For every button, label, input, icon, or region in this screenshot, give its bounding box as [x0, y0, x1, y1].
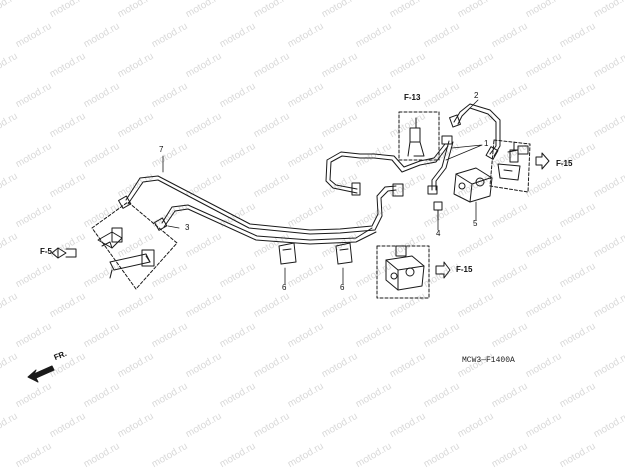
reference-f15-top: F-15 [556, 159, 573, 168]
pipe-fittings [118, 135, 453, 231]
part-number-4: 7 [159, 145, 164, 154]
part-number-1: 1 [484, 139, 489, 148]
clamp-part-6-left [278, 242, 297, 265]
front-direction-arrow [27, 365, 55, 383]
brake-pipe-4 [125, 175, 397, 235]
part-number-2: 2 [474, 91, 479, 100]
leader-lines [162, 99, 483, 285]
brake-pipe-upper-loop [325, 143, 449, 194]
diagram-code: MCW3—F1400A [462, 356, 515, 365]
part-number-6-right: 6 [340, 283, 345, 292]
part-number-7: 4 [436, 229, 441, 238]
part-number-3: 3 [185, 223, 190, 232]
brake-pipe-3 [161, 204, 377, 245]
abs-modulator-part-5 [453, 167, 493, 203]
f15-top-detail-box [489, 139, 531, 193]
reference-f13: F-13 [404, 93, 421, 102]
reference-f15-mid: F-15 [456, 265, 473, 274]
brake-pipe-2 [449, 103, 501, 160]
clamp-part-6-right [335, 242, 353, 265]
f5-caliper-detail-box [91, 201, 178, 290]
f15-mid-detail-box [376, 245, 430, 299]
f13-detail-box [398, 111, 440, 161]
reference-f5: F-5 [40, 247, 52, 256]
part-number-5: 5 [473, 219, 478, 228]
bolt-top-right [507, 145, 529, 155]
brake-pipe-1 [431, 140, 454, 191]
reference-arrows [51, 152, 550, 279]
part-number-6-left: 6 [282, 283, 287, 292]
